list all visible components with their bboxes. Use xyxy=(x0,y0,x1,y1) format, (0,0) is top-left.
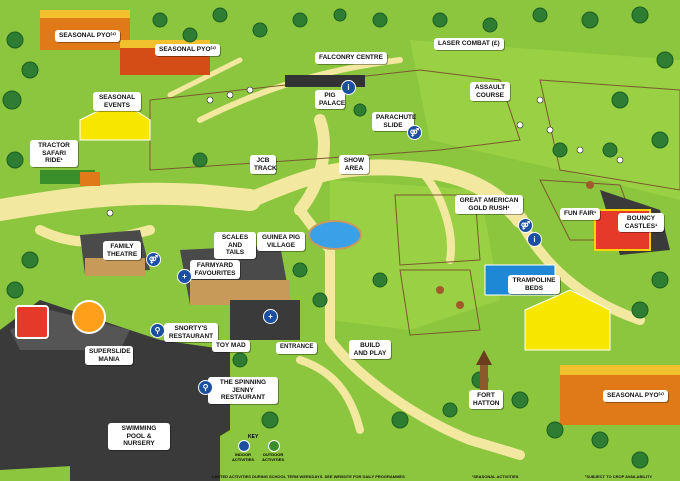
label-swimming-pool[interactable]: SWIMMING POOL & NURSERY xyxy=(108,423,170,450)
label-superslide-mania[interactable]: SUPERSLIDE MANIA xyxy=(85,346,133,365)
label-pig-palace[interactable]: PIG PALACE xyxy=(315,90,345,109)
label-seasonal-pyo-2[interactable]: SEASONAL PYO⁽¹⁾ xyxy=(155,44,220,56)
restaurant-icon: ⚲ xyxy=(150,323,165,338)
label-build-and-play[interactable]: BUILD AND PLAY xyxy=(349,340,391,359)
label-parachute-slide[interactable]: PARACHUTE SLIDE xyxy=(372,112,416,131)
label-family-theatre[interactable]: FAMILY THEATRE xyxy=(103,241,141,260)
label-fun-fair[interactable]: FUN FAIR¹ xyxy=(560,208,601,220)
label-show-area[interactable]: SHOW AREA xyxy=(339,155,369,174)
legend-key-title: KEY xyxy=(248,434,259,440)
label-gold-rush[interactable]: GREAT AMERICAN GOLD RUSH¹ xyxy=(455,195,523,214)
label-bouncy-castles[interactable]: BOUNCY CASTLES¹ xyxy=(618,213,664,232)
restaurant-icon: ⚲ xyxy=(198,380,213,395)
info-icon: i xyxy=(527,232,542,247)
label-falconry-centre[interactable]: FALCONRY CENTRE xyxy=(315,52,387,64)
label-trampoline-beds[interactable]: TRAMPOLINE BEDS xyxy=(508,275,560,294)
label-tractor-safari-ride[interactable]: TRACTOR SAFARI RIDE¹ xyxy=(30,140,78,167)
label-snortys-restaurant[interactable]: SNORTY'S RESTAURANT xyxy=(164,323,218,342)
legend: KEY INDOOR ACTIVITIES OUTDOOR ACTIVITIES… xyxy=(200,432,680,481)
label-fort-hatton[interactable]: FORT HATTON xyxy=(469,390,503,409)
label-seasonal-pyo-1[interactable]: SEASONAL PYO⁽¹⁾ xyxy=(55,30,120,42)
label-farmyard-favourites[interactable]: FARMYARD FAVOURITES xyxy=(190,260,240,279)
label-spinning-jenny[interactable]: THE SPINNING JENNY RESTAURANT xyxy=(208,377,278,404)
label-entrance[interactable]: ENTRANCE xyxy=(276,342,318,354)
superslide-decoration xyxy=(15,305,49,339)
legend-outdoor: OUTDOOR ACTIVITIES xyxy=(261,452,284,462)
ball-pit-decoration xyxy=(72,300,106,334)
label-toy-mad[interactable]: TOY MAD xyxy=(212,340,250,352)
label-assault-course[interactable]: ASSAULT COURSE xyxy=(470,82,510,101)
legend-note-crop: ²SUBJECT TO CROP AVAILABILITY xyxy=(585,474,653,479)
label-jcb-track[interactable]: JCB TRACK xyxy=(250,155,277,174)
toilet-icon: ⚤ xyxy=(518,218,533,233)
label-scales-and-tails[interactable]: SCALES AND TAILS xyxy=(214,232,256,259)
toilet-icon: ⚤ xyxy=(146,252,161,267)
label-seasonal-pyo-3[interactable]: SEASONAL PYO⁽¹⁾ xyxy=(603,390,668,402)
legend-note-limited: LIMITED ACTIVITIES DURING SCHOOL TERM WE… xyxy=(212,474,405,479)
legend-indoor: INDOOR ACTIVITIES xyxy=(231,452,254,462)
outdoor-activities-icon xyxy=(268,440,280,452)
legend-note-seasonal: ¹SEASONAL ACTIVITIES xyxy=(472,474,519,479)
first-aid-icon: + xyxy=(177,269,192,284)
label-seasonal-events[interactable]: SEASONAL EVENTS xyxy=(93,92,141,111)
label-laser-combat[interactable]: LASER COMBAT (£) xyxy=(434,38,504,50)
indoor-activities-icon xyxy=(238,440,250,452)
label-guinea-pig-village[interactable]: GUINEA PIG VILLAGE xyxy=(257,232,305,251)
first-aid-icon: + xyxy=(263,309,278,324)
info-icon: i xyxy=(341,80,356,95)
toilet-icon: ⚤ xyxy=(407,125,422,140)
